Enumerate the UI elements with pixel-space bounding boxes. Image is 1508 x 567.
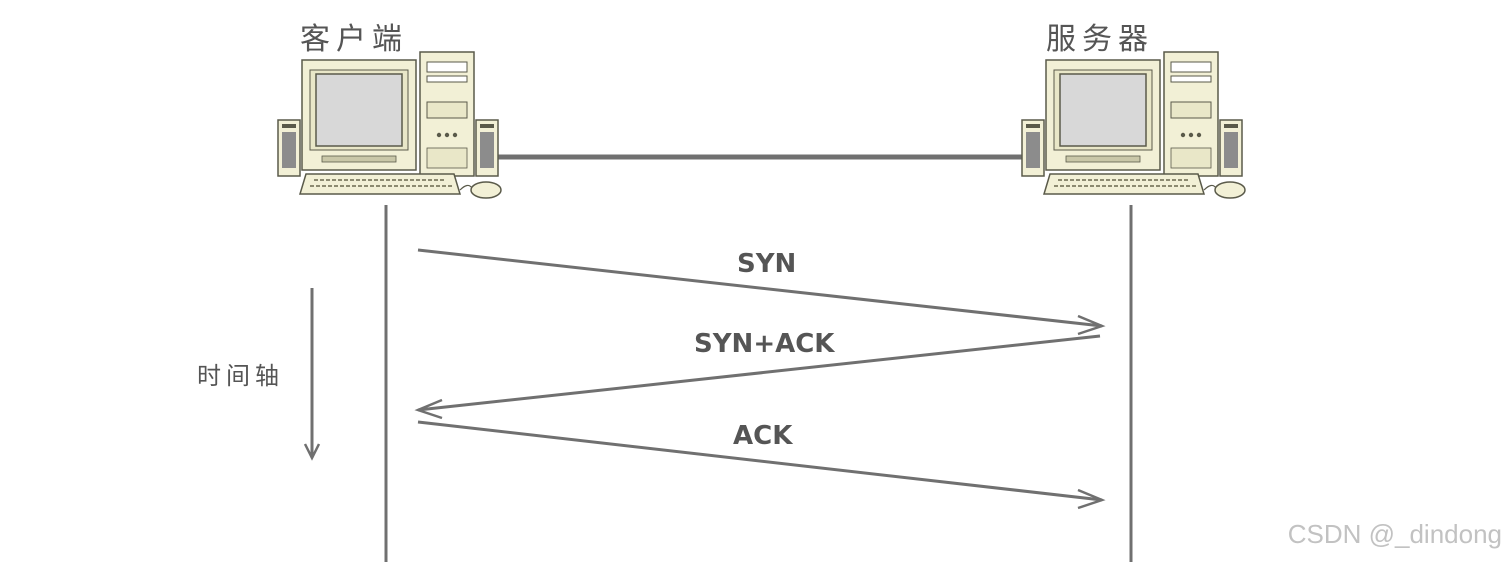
syn-message-label: SYN: [737, 249, 797, 279]
synack-message-label: SYN+ACK: [694, 329, 835, 359]
ack-arrowhead: [1077, 488, 1106, 510]
timeline-arrowhead: [303, 443, 321, 461]
synack-arrowhead: [414, 398, 443, 420]
synack-arrow: [417, 334, 1101, 412]
ack-arrow: [417, 420, 1103, 502]
client-title: 客户端: [300, 22, 408, 57]
ack-message-label: ACK: [733, 421, 793, 451]
timeline-label: 时间轴: [197, 362, 284, 390]
server-computer-icon: [1021, 51, 1246, 199]
syn-arrow: [417, 248, 1103, 328]
server-title: 服务器: [1046, 22, 1154, 57]
client-computer-icon: [277, 51, 502, 199]
syn-arrowhead: [1077, 314, 1106, 336]
watermark: CSDN @_dindong: [1287, 519, 1502, 549]
